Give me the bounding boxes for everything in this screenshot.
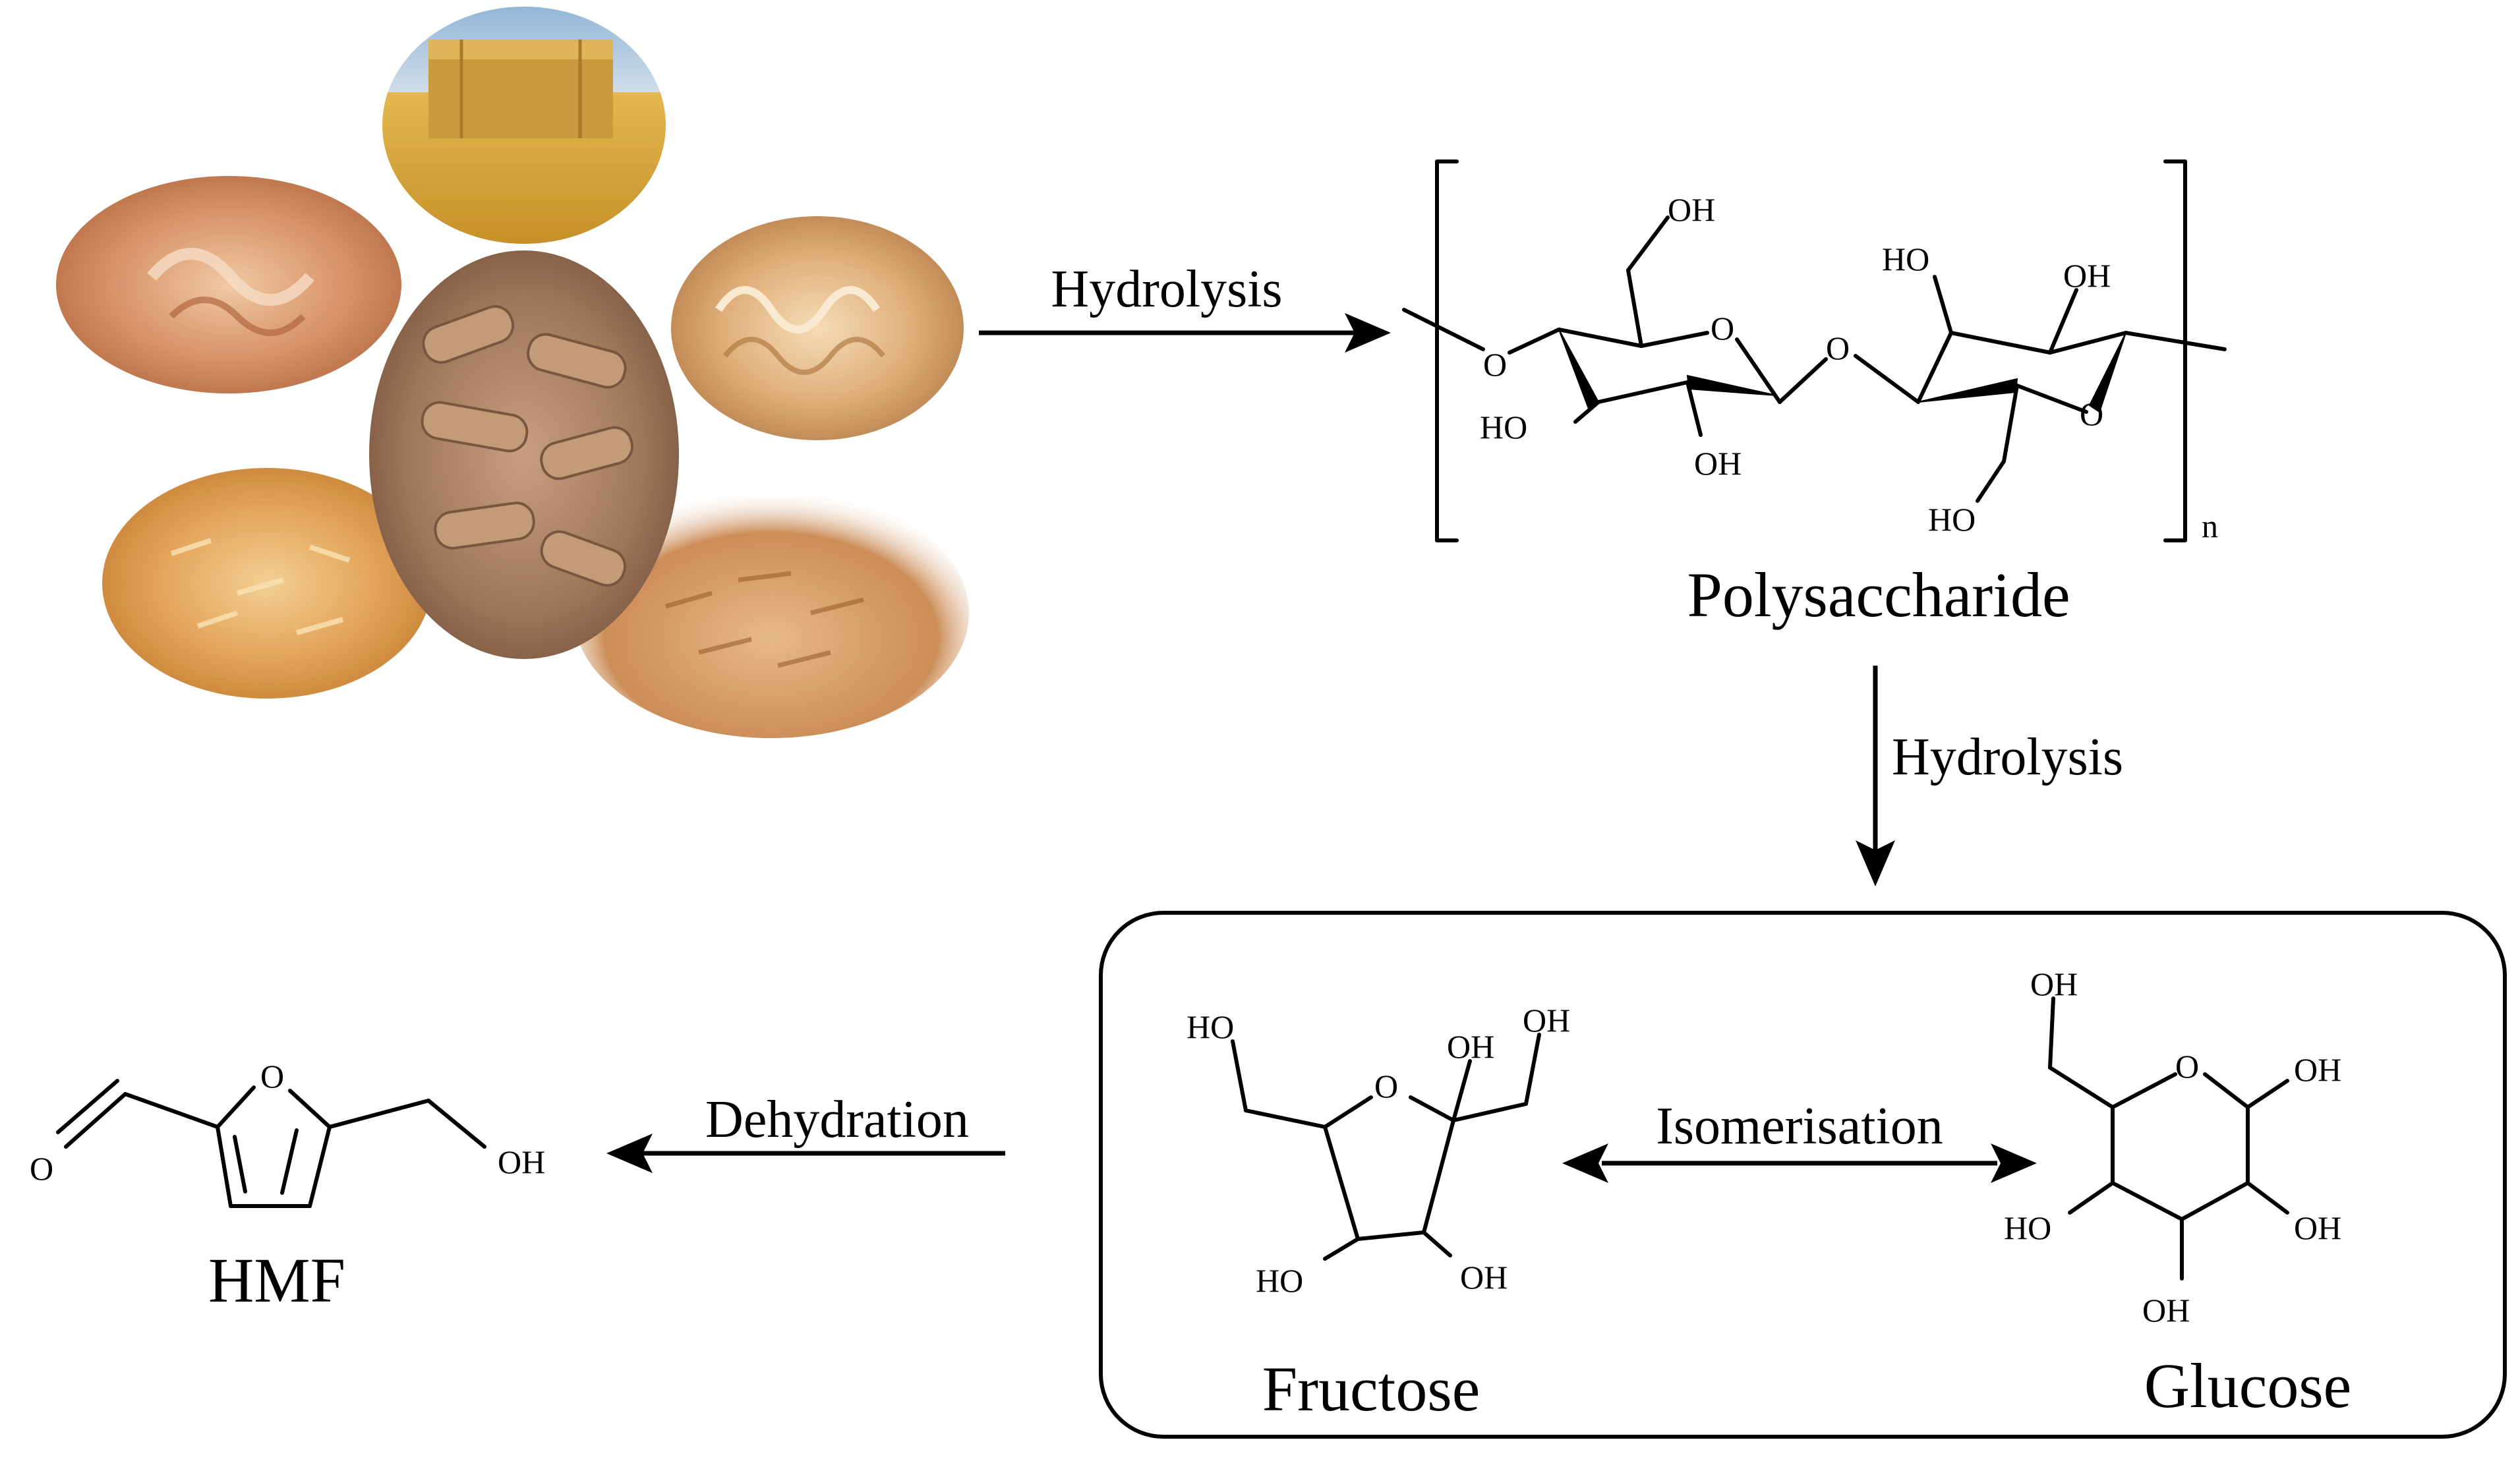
hmf-label: HMF bbox=[208, 1245, 345, 1315]
hydrolysis-arrow-top: Hydrolysis bbox=[979, 260, 1391, 353]
ho-label-glucose-c4: HO bbox=[2004, 1209, 2051, 1246]
hmf-structure: O O OH HMF bbox=[30, 1058, 545, 1315]
fructose-label: Fructose bbox=[1262, 1354, 1480, 1424]
wood-shavings-image bbox=[56, 176, 401, 393]
hydrolysis-arrow-down: Hydrolysis bbox=[1856, 666, 2123, 886]
oh-label-hmf: OH bbox=[498, 1143, 545, 1180]
ring-oxygen-right: O bbox=[2080, 395, 2103, 432]
ring-oxygen-glucose: O bbox=[2175, 1048, 2199, 1085]
polysaccharide-structure: n O O OH HO OH O O HO OH bbox=[1402, 159, 2227, 630]
monosaccharide-box bbox=[1099, 911, 2507, 1439]
isomerisation-label: Isomerisation bbox=[1656, 1097, 1943, 1155]
dehydration-label: Dehydration bbox=[705, 1091, 969, 1149]
ho-label-c6-right: HO bbox=[1928, 501, 1976, 538]
oh-label-fructose-c3: OH bbox=[1460, 1259, 1508, 1296]
ring-oxygen-hmf: O bbox=[260, 1058, 284, 1095]
oh-label-c2-right: OH bbox=[2063, 257, 2111, 294]
right-bracket bbox=[2163, 159, 2187, 542]
wood-pellets-image bbox=[369, 250, 679, 659]
glucose-structure: O OH OH OH HO OH Glucose bbox=[2004, 965, 2351, 1421]
polysaccharide-label: Polysaccharide bbox=[1687, 560, 2070, 630]
wood-chips-image bbox=[573, 488, 969, 738]
oh-label-c6-left: OH bbox=[1668, 191, 1715, 228]
ho-label-fructose-c1: HO bbox=[1187, 1008, 1234, 1045]
isomerisation-arrow: Isomerisation bbox=[1562, 1097, 2037, 1183]
oh-label-c2-left: OH bbox=[1694, 445, 1742, 482]
oh-label-glucose-c2: OH bbox=[2294, 1209, 2341, 1246]
aldehyde-oxygen-hmf: O bbox=[30, 1150, 53, 1187]
ho-label-c3-right: HO bbox=[1882, 241, 1929, 277]
oh-label-glucose-c3: OH bbox=[2142, 1292, 2190, 1329]
curly-shavings-image bbox=[671, 216, 964, 440]
hydrolysis-label-down: Hydrolysis bbox=[1892, 728, 2123, 786]
biomass-image-group bbox=[56, 7, 969, 738]
oh-label-fructose-c2: OH bbox=[1447, 1028, 1494, 1065]
repeat-n-label: n bbox=[2202, 507, 2218, 544]
oh-label-fructose-c6: OH bbox=[1523, 1002, 1570, 1039]
glucose-label: Glucose bbox=[2144, 1350, 2352, 1421]
straw-bale-image bbox=[382, 7, 666, 244]
ring-oxygen-fructose: O bbox=[1374, 1068, 1398, 1105]
dehydration-arrow: Dehydration bbox=[606, 1091, 1005, 1173]
ring-oxygen-link-left: O bbox=[1483, 346, 1507, 383]
hydrolysis-label-top: Hydrolysis bbox=[1051, 260, 1282, 318]
oh-label-glucose-c6: OH bbox=[2030, 965, 2078, 1002]
left-bracket bbox=[1435, 159, 1459, 542]
oh-label-glucose-c1: OH bbox=[2294, 1051, 2341, 1088]
glycosidic-oxygen: O bbox=[1826, 330, 1850, 366]
fructose-structure: O HO OH OH HO OH Fructose bbox=[1187, 1002, 1570, 1424]
ring-oxygen-left: O bbox=[1711, 310, 1734, 347]
ho-label-c3-left: HO bbox=[1480, 409, 1527, 446]
ho-label-fructose-c4: HO bbox=[1256, 1262, 1303, 1299]
